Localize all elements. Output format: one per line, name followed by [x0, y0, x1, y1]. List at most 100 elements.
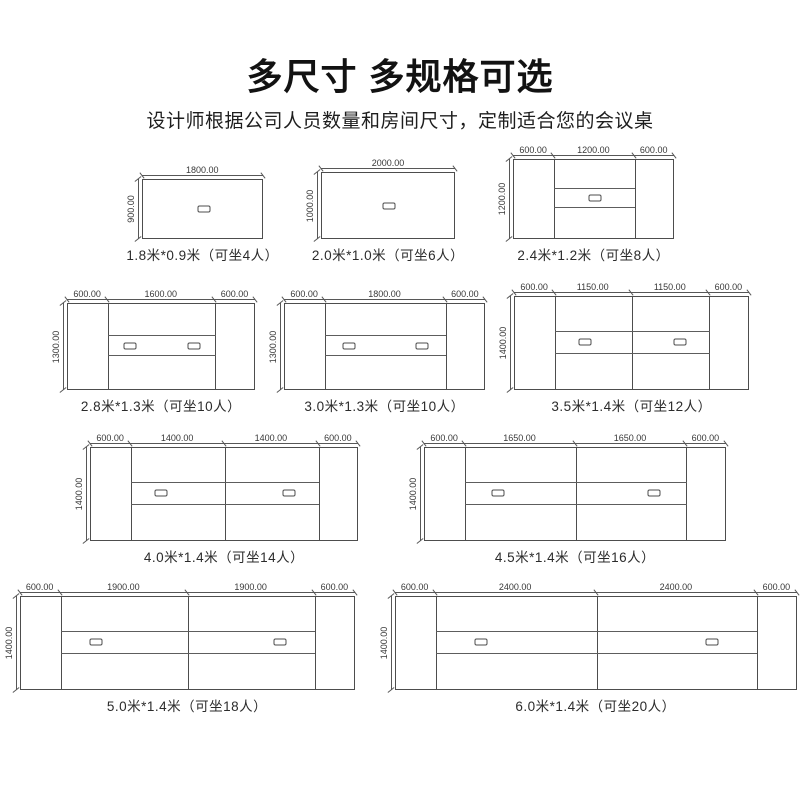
cable-grommet — [673, 338, 687, 346]
cable-grommet — [342, 342, 356, 350]
cable-grommet — [382, 202, 396, 210]
side-dimension: 1200.00 — [497, 156, 513, 243]
table-top — [284, 303, 485, 391]
dim-label: 2000.00 — [371, 158, 405, 169]
dimension-line — [63, 303, 64, 391]
dimension-line — [142, 175, 263, 177]
dim-tick — [506, 387, 514, 394]
table-top — [513, 159, 674, 240]
cable-grommet — [588, 194, 601, 202]
section-divider — [188, 597, 189, 690]
section-divider — [709, 297, 711, 390]
dimension-line — [284, 299, 485, 301]
section-divider — [686, 448, 688, 541]
dim-label: 600.00 — [519, 145, 547, 156]
side-dimension: 1000.00 — [305, 169, 321, 243]
dim-label: 600.00 — [320, 582, 349, 593]
table-top — [90, 447, 358, 542]
side-dim-label: 900.00 — [126, 195, 136, 224]
table-top — [321, 172, 455, 240]
side-dimension: 900.00 — [126, 176, 142, 243]
cable-grommet — [282, 489, 296, 497]
top-dimension: 600.00 1900.00 1900.00 600.00 — [16, 580, 358, 596]
dim-tick — [416, 538, 424, 545]
dim-tick — [313, 236, 321, 243]
table-top — [514, 296, 749, 391]
side-dim-label: 1400.00 — [498, 327, 508, 360]
table-top — [394, 596, 797, 691]
center-band — [60, 630, 316, 654]
cable-grommet — [273, 638, 287, 646]
dim-label: 600.00 — [451, 289, 479, 300]
dim-label: 600.00 — [290, 289, 318, 300]
section-divider — [465, 448, 467, 541]
side-dimension: 1400.00 — [4, 593, 20, 694]
dimension-line — [67, 299, 255, 301]
dimension-line — [510, 296, 511, 391]
dim-label: 1150.00 — [653, 282, 686, 293]
dim-tick — [505, 236, 513, 243]
center-band — [325, 334, 446, 357]
section-divider — [632, 297, 634, 390]
dimension-line — [280, 303, 281, 391]
dim-label: 1900.00 — [107, 582, 140, 593]
top-dimension: 1800.00 — [139, 163, 266, 179]
dim-label: 1650.00 — [613, 433, 647, 444]
table-top — [67, 303, 255, 391]
dim-tick — [387, 687, 394, 694]
side-dimension: 1400.00 — [498, 293, 514, 394]
top-dimension: 2000.00 — [318, 156, 458, 172]
center-band — [555, 330, 710, 354]
side-dim-label: 1300.00 — [268, 330, 278, 364]
dimension-line — [138, 179, 139, 240]
cable-grommet — [187, 342, 201, 350]
dim-label: 600.00 — [639, 145, 668, 156]
section-divider — [554, 160, 556, 239]
table-top — [142, 179, 263, 240]
section-divider — [596, 597, 598, 690]
dim-label: 1900.00 — [234, 582, 267, 593]
section-divider — [325, 304, 327, 390]
diagram-caption: 4.5米*1.4米（可坐16人） — [494, 550, 656, 566]
section-divider — [215, 304, 217, 390]
side-dimension: 1300.00 — [268, 300, 284, 394]
section-divider — [435, 597, 437, 690]
diagram-caption: 5.0米*1.4米（可坐18人） — [106, 699, 268, 715]
side-dim-label: 1000.00 — [305, 189, 315, 223]
side-dimension: 1400.00 — [74, 444, 90, 545]
dim-label: 600.00 — [324, 433, 352, 444]
center-band — [435, 630, 758, 654]
diagram-caption: 3.5米*1.4米（可坐12人） — [551, 399, 712, 415]
cable-grommet — [578, 338, 592, 346]
cable-grommet — [415, 342, 429, 350]
dim-label: 600.00 — [25, 582, 54, 593]
dimension-line — [321, 168, 455, 170]
dim-label: 600.00 — [520, 282, 548, 293]
side-dim-label: 1400.00 — [378, 627, 389, 660]
table-top — [424, 447, 726, 542]
dimension-line — [317, 172, 318, 240]
section-divider — [634, 160, 636, 239]
dim-tick — [12, 687, 19, 694]
cable-grommet — [491, 489, 505, 497]
diagram-caption: 2.4米*1.2米（可坐8人） — [517, 248, 670, 264]
center-band — [108, 334, 216, 357]
diagram-caption: 3.0米*1.3米（可坐10人） — [304, 399, 465, 415]
section-divider — [131, 448, 133, 541]
section-divider — [315, 597, 317, 690]
dim-label: 600.00 — [714, 282, 743, 293]
dim-label: 1800.00 — [186, 165, 219, 176]
dim-label: 600.00 — [96, 433, 124, 444]
cable-grommet — [197, 205, 210, 213]
dimension-line — [15, 596, 17, 691]
